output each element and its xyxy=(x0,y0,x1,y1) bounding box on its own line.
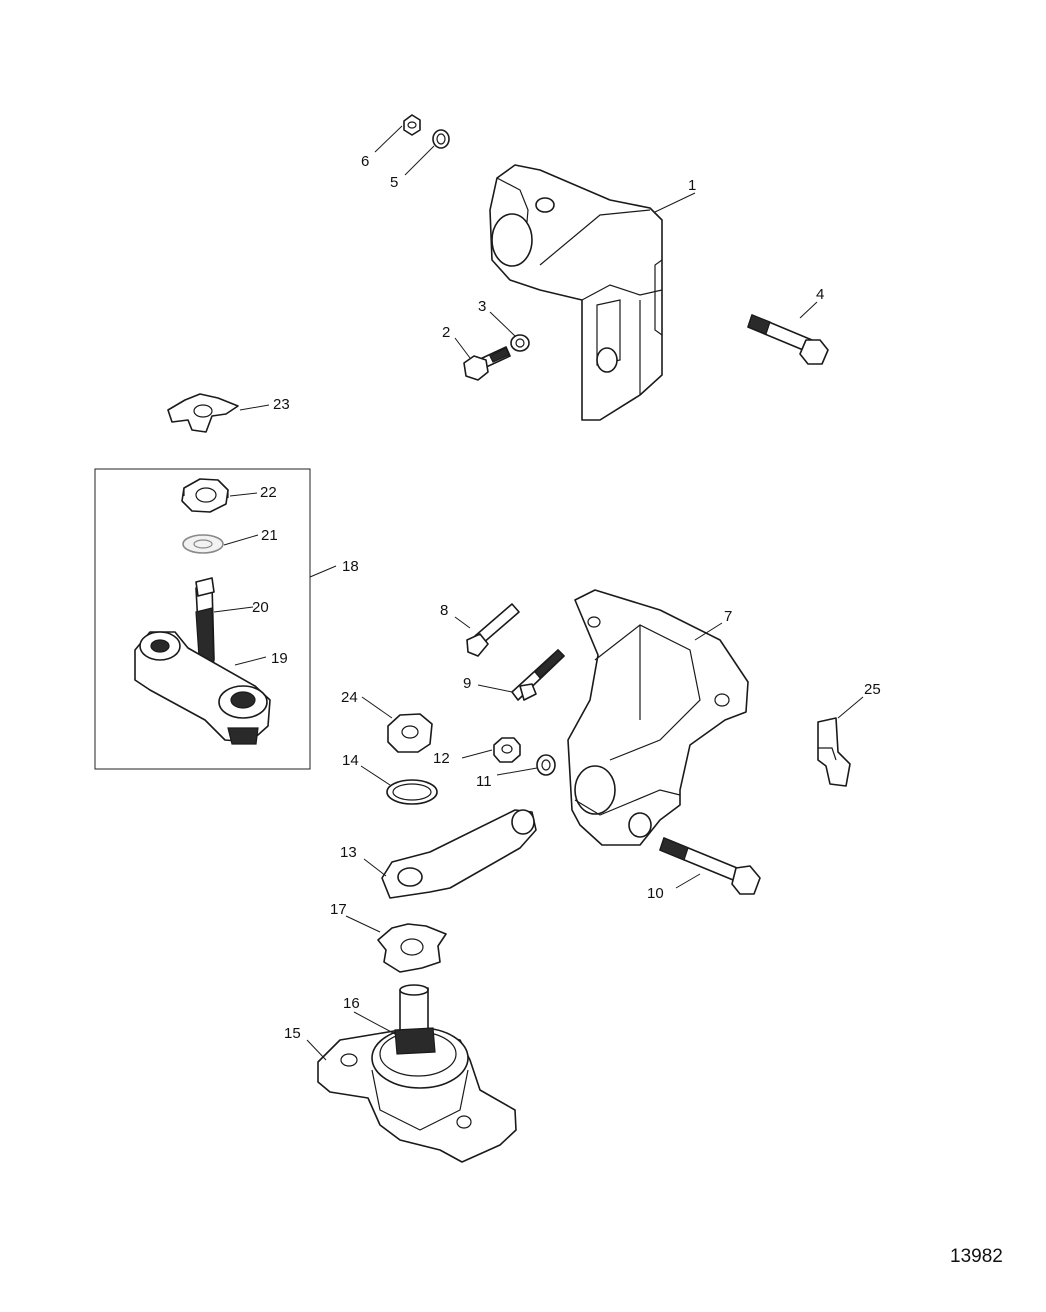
part-23-tab-washer xyxy=(167,393,239,433)
part-1-upper-bracket xyxy=(489,164,663,421)
callout-15: 15 xyxy=(284,1025,301,1042)
callout-13: 13 xyxy=(340,844,357,861)
part-22-nut xyxy=(181,478,229,513)
part-7-lower-bracket xyxy=(567,589,749,846)
callout-20: 20 xyxy=(252,599,269,616)
part-10-long-bolt xyxy=(659,837,761,895)
callout-9: 9 xyxy=(463,675,471,692)
part-9-stud xyxy=(511,649,565,701)
part-3-lock-washer xyxy=(510,334,530,352)
callout-4: 4 xyxy=(816,286,824,303)
part-2-bolt xyxy=(463,346,511,381)
callout-5: 5 xyxy=(390,174,398,191)
leader-lines xyxy=(213,125,864,1061)
callout-14: 14 xyxy=(342,752,359,769)
callout-8: 8 xyxy=(440,602,448,619)
part-21-washer xyxy=(182,534,224,554)
part-16-threaded-stud xyxy=(394,984,436,1055)
callout-10: 10 xyxy=(647,885,664,902)
part-19-link xyxy=(134,631,271,745)
callout-18: 18 xyxy=(342,558,359,575)
callout-1: 1 xyxy=(688,177,696,194)
callout-2: 2 xyxy=(442,324,450,341)
part-25-clip xyxy=(817,717,851,787)
callout-3: 3 xyxy=(478,298,486,315)
callout-25: 25 xyxy=(864,681,881,698)
callout-19: 19 xyxy=(271,650,288,667)
part-5-lock-washer xyxy=(432,129,450,149)
callout-21: 21 xyxy=(261,527,278,544)
part-14-snap-ring xyxy=(386,779,438,805)
callout-7: 7 xyxy=(724,608,732,625)
callout-16: 16 xyxy=(343,995,360,1012)
callout-labels: 1 2 3 4 5 6 7 8 9 10 11 12 13 14 15 16 1… xyxy=(252,153,881,1042)
part-17-tab-washer xyxy=(377,923,447,973)
kit-18-box xyxy=(94,468,311,770)
part-6-nut xyxy=(403,114,421,136)
part-13-arm xyxy=(381,809,537,899)
callout-6: 6 xyxy=(361,153,369,170)
part-12-nut xyxy=(493,737,521,763)
callout-17: 17 xyxy=(330,901,347,918)
callout-22: 22 xyxy=(260,484,277,501)
part-24-nut xyxy=(387,713,433,753)
callout-12: 12 xyxy=(433,750,450,767)
callout-23: 23 xyxy=(273,396,290,413)
figure-number: 13982 xyxy=(950,1246,1003,1267)
part-8-bolt xyxy=(466,603,520,657)
callout-24: 24 xyxy=(341,689,358,706)
part-4-long-bolt xyxy=(747,314,829,365)
part-11-lock-washer xyxy=(536,754,556,776)
callout-11: 11 xyxy=(476,773,492,790)
